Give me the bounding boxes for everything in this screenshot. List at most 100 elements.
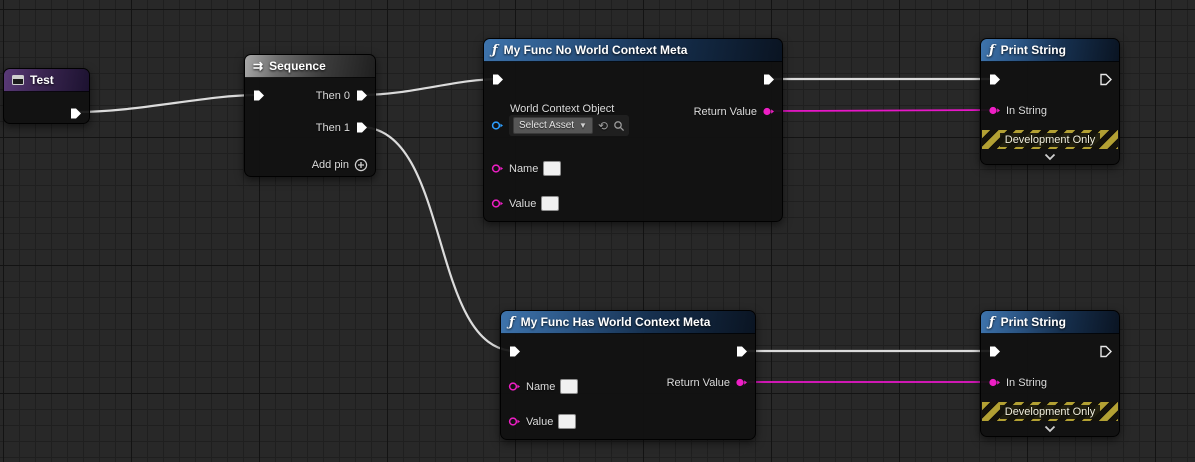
value-text-input[interactable] — [541, 196, 560, 211]
node-title: Print String — [1000, 315, 1066, 329]
in-string-label: In String — [1006, 376, 1047, 389]
node-title: Print String — [1000, 43, 1066, 57]
node-func1-header[interactable]: ƒ My Func No World Context Meta — [484, 39, 782, 62]
world-context-object-label: World Context Object — [510, 103, 615, 115]
development-only-banner: Development Only — [982, 130, 1118, 149]
wire-test-to-sequence — [74, 93, 260, 114]
function-icon: ƒ — [509, 314, 515, 330]
exec-out-pin-row — [762, 73, 775, 86]
select-asset-dropdown[interactable]: Select Asset ▼ — [513, 117, 593, 134]
node-print1-header[interactable]: ƒ Print String — [981, 39, 1119, 62]
node-my-func-has-world-context-meta[interactable]: ƒ My Func Has World Context Meta Name Re… — [500, 310, 756, 440]
node-test-header[interactable]: Test — [4, 69, 89, 92]
name-label: Name — [509, 162, 539, 175]
browse-asset-icon[interactable] — [613, 120, 625, 132]
node-title: Test — [30, 73, 54, 87]
development-only-banner: Development Only — [982, 402, 1118, 421]
in-string-pin-row: In String — [988, 104, 1047, 117]
function-icon: ƒ — [989, 42, 995, 58]
exec-out-pin[interactable] — [1099, 73, 1112, 86]
node-func2-header[interactable]: ƒ My Func Has World Context Meta — [501, 311, 755, 334]
wire-func1-return-to-instring — [765, 109, 997, 112]
return-value-label: Return Value — [693, 105, 757, 118]
select-asset-label: Select Asset — [519, 120, 575, 131]
value-pin-row: Value — [491, 196, 560, 211]
wire-then0-to-func — [358, 77, 502, 97]
exec-in-pin[interactable] — [491, 73, 504, 86]
function-icon: ƒ — [492, 42, 498, 58]
name-pin[interactable] — [491, 162, 504, 175]
return-value-label: Return Value — [666, 376, 730, 389]
event-icon — [12, 75, 24, 85]
world-context-pin-row: Select Asset ▼ ⟲ — [491, 115, 630, 136]
expand-chevron-icon[interactable] — [1044, 153, 1056, 161]
node-my-func-no-world-context-meta[interactable]: ƒ My Func No World Context Meta World Co… — [483, 38, 783, 222]
return-value-pin-row: Return Value — [667, 376, 748, 389]
then1-exec-pin[interactable] — [355, 121, 368, 134]
exec-out-pin-row — [1099, 73, 1112, 86]
return-value-pin[interactable] — [735, 376, 748, 389]
name-pin[interactable] — [508, 380, 521, 393]
in-string-label: In String — [1006, 104, 1047, 117]
exec-in-pin[interactable] — [988, 345, 1001, 358]
sequence-icon: ⇉ — [253, 59, 264, 73]
return-value-pin[interactable] — [762, 105, 775, 118]
chevron-down-icon: ▼ — [579, 121, 587, 130]
expand-node-row — [981, 153, 1119, 161]
then1-pin-row: Then 1 — [316, 121, 368, 134]
value-pin[interactable] — [508, 415, 521, 428]
exec-out-pin[interactable] — [762, 73, 775, 86]
development-only-label: Development Only — [999, 132, 1101, 147]
name-text-input[interactable] — [543, 161, 562, 176]
name-pin-row: Name — [491, 161, 562, 176]
exec-out-pin-row — [1099, 345, 1112, 358]
name-label: Name — [526, 380, 556, 393]
node-title: My Func No World Context Meta — [503, 43, 688, 57]
add-pin-icon[interactable] — [354, 158, 368, 172]
world-context-object-pin[interactable] — [491, 119, 504, 132]
node-test[interactable]: Test — [3, 68, 90, 124]
exec-in-pin-row — [988, 73, 1001, 86]
node-print-string-bottom[interactable]: ƒ Print String In String Development Onl… — [980, 310, 1120, 437]
exec-out-pin[interactable] — [69, 107, 82, 120]
name-pin-row: Name — [508, 379, 579, 394]
then0-pin-row: Then 0 — [316, 89, 368, 102]
development-only-label: Development Only — [999, 404, 1101, 419]
in-string-pin-row: In String — [988, 376, 1047, 389]
name-text-input[interactable] — [560, 379, 579, 394]
node-sequence-header[interactable]: ⇉ Sequence — [245, 55, 375, 78]
expand-node-row — [981, 425, 1119, 433]
value-pin-row: Value — [508, 414, 577, 429]
then0-exec-pin[interactable] — [355, 89, 368, 102]
expand-chevron-icon[interactable] — [1044, 425, 1056, 433]
exec-in-pin[interactable] — [252, 89, 265, 102]
value-text-input[interactable] — [558, 414, 577, 429]
exec-in-pin-row — [491, 73, 504, 86]
in-string-pin[interactable] — [988, 104, 1001, 117]
return-value-pin-row: Return Value — [694, 105, 775, 118]
node-title: My Func Has World Context Meta — [520, 315, 711, 329]
exec-out-pin[interactable] — [1099, 345, 1112, 358]
node-print2-header[interactable]: ƒ Print String — [981, 311, 1119, 334]
value-pin[interactable] — [491, 197, 504, 210]
node-title: Sequence — [269, 59, 326, 73]
exec-out-pin-row — [69, 107, 82, 120]
value-label: Value — [526, 415, 554, 428]
exec-in-pin-row — [252, 89, 265, 102]
function-icon: ƒ — [989, 314, 995, 330]
add-pin-label: Add pin — [311, 159, 349, 171]
exec-in-pin[interactable] — [508, 345, 521, 358]
use-selected-asset-icon[interactable]: ⟲ — [597, 118, 609, 133]
exec-in-pin-row — [508, 345, 521, 358]
node-print-string-top[interactable]: ƒ Print String In String Development Onl… — [980, 38, 1120, 165]
exec-out-pin-row — [735, 345, 748, 358]
in-string-pin[interactable] — [988, 376, 1001, 389]
asset-picker-group: Select Asset ▼ ⟲ — [509, 115, 630, 136]
node-sequence[interactable]: ⇉ Sequence Then 0 Then 1 Add pin — [244, 54, 376, 177]
add-pin-row[interactable]: Add pin — [312, 158, 368, 172]
exec-out-pin[interactable] — [735, 345, 748, 358]
exec-in-pin[interactable] — [988, 73, 1001, 86]
value-label: Value — [509, 197, 537, 210]
then0-label: Then 0 — [315, 89, 350, 102]
